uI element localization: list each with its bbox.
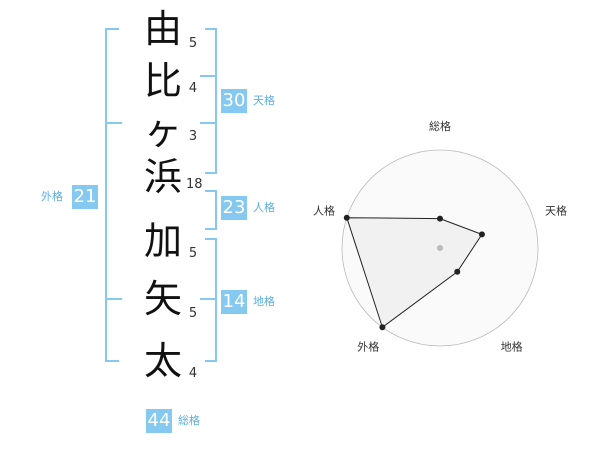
tenkaku-label: 天格	[253, 94, 275, 107]
radar-axis-label-1: 総格	[429, 119, 451, 133]
radar-center-dot	[437, 245, 443, 251]
chikaku-bracket	[205, 238, 217, 362]
given-char-3: 太	[143, 339, 182, 383]
tenkaku-bracket	[205, 28, 217, 174]
chikaku-tick	[200, 298, 215, 300]
radar-point-3	[454, 268, 461, 275]
radar-axis-label-3: 地格	[501, 340, 523, 354]
radar-point-5	[343, 214, 350, 221]
jinkaku-bracket	[205, 190, 217, 230]
tenkaku-tick-1	[200, 75, 215, 77]
tenkaku-tick-2	[200, 122, 215, 124]
radar-points	[343, 214, 485, 331]
chikaku-label: 地格	[253, 295, 275, 308]
gaikaku-tick-2	[105, 298, 122, 300]
given-char-2: 矢	[143, 277, 182, 321]
surname-char-4: 浜	[143, 155, 182, 199]
radar-point-2	[478, 231, 485, 238]
jinkaku-value-badge: 23	[221, 196, 247, 220]
surname-char-2: 比	[143, 59, 182, 103]
given-stroke-1: 5	[188, 246, 198, 261]
soukaku-value-badge: 44	[146, 409, 172, 433]
gaikaku-label: 外格	[41, 190, 63, 203]
radar-area	[346, 217, 483, 329]
tenkaku-value-badge: 30	[221, 89, 247, 113]
surname-stroke-2: 4	[188, 81, 198, 96]
gaikaku-bracket	[105, 28, 119, 362]
given-char-1: 加	[143, 219, 182, 263]
surname-stroke-3: 3	[188, 129, 198, 144]
given-stroke-2: 5	[188, 306, 198, 321]
surname-stroke-1: 5	[188, 36, 198, 51]
radar-axis-label-2: 天格	[545, 203, 567, 217]
soukaku-label: 総格	[178, 414, 200, 427]
radar-point-4	[379, 324, 386, 331]
chikaku-value-badge: 14	[221, 290, 247, 314]
surname-char-3: ヶ	[143, 109, 182, 153]
given-stroke-3: 4	[188, 366, 198, 381]
surname-char-1: 由	[143, 7, 182, 51]
radar-axis-label-4: 外格	[357, 340, 379, 354]
gaikaku-tick-1	[105, 122, 122, 124]
jinkaku-label: 人格	[253, 201, 275, 214]
radar-axis-label-5: 人格	[313, 203, 335, 217]
surname-stroke-4: 18	[186, 177, 203, 192]
radar-point-1	[437, 215, 443, 222]
gaikaku-value-badge: 21	[72, 185, 98, 209]
